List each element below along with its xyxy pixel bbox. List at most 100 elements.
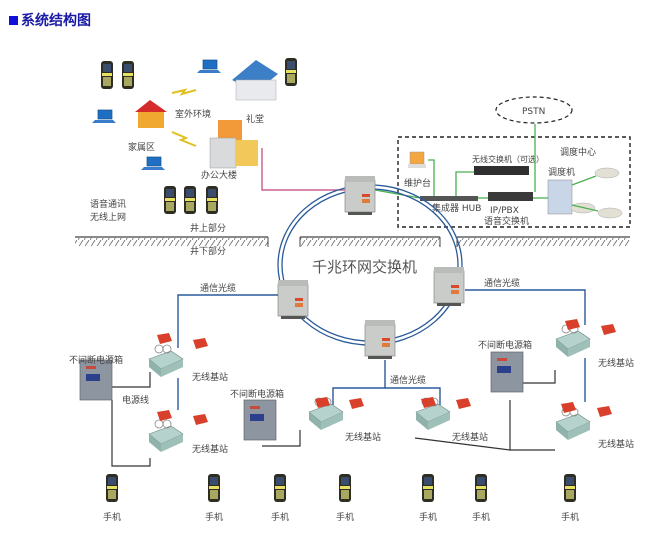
label-base-station: 无线基站 [598, 438, 634, 450]
label-ups: 不间断电源箱 [69, 354, 123, 366]
laptop-icon [196, 59, 222, 74]
base-station-icon [555, 407, 591, 441]
antenna-icon [456, 398, 471, 409]
title-text: 系统结构图 [21, 13, 91, 29]
label-phone: 手机 [561, 511, 579, 523]
label-ups: 不间断电源箱 [230, 388, 284, 400]
telephone-icon [594, 167, 620, 179]
label-voice: 语音通讯 [90, 198, 126, 210]
antenna-icon [601, 324, 616, 335]
wireless-signal-icon [171, 88, 197, 96]
label-phone: 手机 [205, 511, 223, 523]
mobile-phone-icon [164, 186, 176, 214]
ups-box-icon [243, 399, 277, 441]
label-phone: 手机 [103, 511, 121, 523]
label-ups: 不间断电源箱 [478, 339, 532, 351]
dispatch-center: PSTN 调度中心 维护台 无线交换机（可选） 集成器 HUB IP/PBX 语… [363, 96, 631, 228]
label-fiber: 通信光缆 [200, 282, 236, 294]
label-ring: 千兆环网交换机 [312, 258, 417, 276]
label-hall: 礼堂 [246, 113, 264, 125]
mobile-phone-icon [564, 474, 576, 502]
label-phone: 手机 [271, 511, 289, 523]
wireless-signal-icon [171, 131, 197, 147]
mobile-phone-icon [184, 186, 196, 214]
ups-box-icon [490, 351, 524, 393]
fiber-cables [177, 289, 586, 410]
label-pbx-1: IP/PBX [490, 206, 519, 216]
mobile-phone-icon [206, 186, 218, 214]
hall-building-icon [232, 60, 278, 101]
label-residence: 家属区 [128, 141, 155, 153]
dispatch-center-boundary [397, 136, 631, 228]
mobile-phone-icon [475, 474, 487, 502]
ring-switch-icon [364, 319, 396, 360]
underground-section: 通信光缆 通信光缆 通信光缆 电源线 不间断电源箱 不间断电源箱 不间断电源箱 [69, 277, 634, 523]
gigabit-ring: 千兆环网交换机 [277, 175, 465, 360]
hub-icon [420, 196, 478, 201]
antenna-icon [597, 406, 612, 417]
laptop-icon [91, 109, 117, 124]
mobile-phone-icon [422, 474, 434, 502]
label-outdoor: 室外环境 [175, 108, 211, 120]
mobile-phone-icon [106, 474, 118, 502]
ups-box-icon [79, 359, 113, 401]
mobile-phone-icon [339, 474, 351, 502]
antenna-icon [349, 398, 364, 409]
handsets-row: 手机 手机 手机 手机 手机 手机 手机 [103, 474, 579, 523]
label-fiber: 通信光缆 [484, 277, 520, 289]
antenna-icon [157, 333, 172, 344]
base-station-icon [148, 419, 184, 453]
label-wireless-switch: 无线交换机（可选） [472, 154, 544, 164]
antenna-icon [157, 410, 172, 421]
laptop-icon [140, 156, 166, 171]
above-ground-section: 室外环境 礼堂 家属区 办公大楼 语音通讯 无线上网 [90, 58, 345, 223]
label-base-station: 无线基站 [345, 431, 381, 443]
label-phone: 手机 [472, 511, 490, 523]
mobile-phone-icon [274, 474, 286, 502]
label-pstn: PSTN [522, 107, 545, 117]
maintenance-pc-icon [408, 151, 426, 168]
page-title: 系统结构图 [9, 10, 91, 30]
label-power-line: 电源线 [122, 394, 149, 406]
label-wifi: 无线上网 [90, 211, 126, 223]
label-fiber: 通信光缆 [390, 374, 426, 386]
antenna-icon [193, 414, 208, 425]
dispatcher-icon [547, 179, 573, 215]
residence-house-icon [135, 100, 167, 128]
antenna-icon [561, 402, 576, 413]
label-base-station: 无线基站 [192, 443, 228, 455]
ring-switch-icon [277, 279, 309, 320]
label-phone: 手机 [419, 511, 437, 523]
base-station-icon [148, 344, 184, 378]
mobile-phone-icon [285, 58, 297, 86]
pstn-cloud [495, 96, 573, 124]
ring-switch-icon [344, 175, 376, 216]
mobile-phone-icon [101, 61, 113, 89]
wireless-switch-icon [474, 166, 529, 175]
label-dispatch-center: 调度中心 [560, 146, 596, 158]
label-maintenance: 维护台 [404, 177, 431, 189]
office-link-line [261, 148, 345, 191]
label-base-station: 无线基站 [192, 371, 228, 383]
label-phone: 手机 [336, 511, 354, 523]
label-base-station: 无线基站 [598, 357, 634, 369]
label-base-station: 无线基站 [452, 431, 488, 443]
telephone-icon [597, 207, 623, 219]
label-below-ground: 井下部分 [190, 245, 226, 257]
bullet-square-icon [9, 15, 18, 25]
base-station-icon [555, 324, 591, 358]
mobile-phone-icon [122, 61, 134, 89]
ground-line: 井上部分 井下部分 [75, 222, 630, 257]
label-dispatcher: 调度机 [548, 166, 575, 178]
ring-switch-icon [433, 266, 465, 307]
label-office: 办公大楼 [201, 169, 237, 181]
label-pbx-2: 语音交换机 [484, 215, 529, 227]
antenna-icon [193, 338, 208, 349]
office-building-icon [209, 120, 258, 169]
pbx-icon [488, 192, 533, 201]
mobile-phone-icon [208, 474, 220, 502]
label-above-ground: 井上部分 [190, 222, 226, 234]
power-cables [111, 370, 556, 467]
label-hub: 集成器 HUB [432, 202, 481, 214]
